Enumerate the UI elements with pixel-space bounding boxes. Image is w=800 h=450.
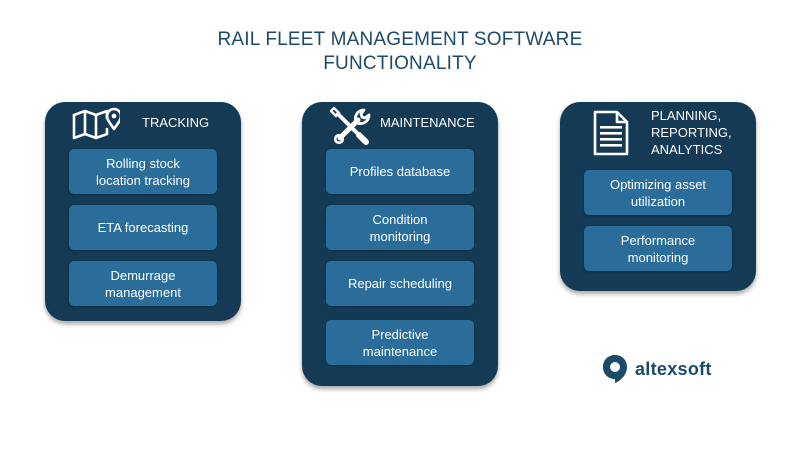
item-eta-forecasting: ETA forecasting bbox=[69, 205, 217, 250]
panel-title-maintenance: MAINTENANCE bbox=[380, 115, 475, 130]
item-label-line1: Condition bbox=[372, 211, 428, 227]
logo-text: altexsoft bbox=[635, 358, 712, 379]
panel-maintenance: MAINTENANCE Profiles database Condition … bbox=[302, 102, 498, 386]
item-label-line1: Predictive bbox=[371, 326, 429, 342]
item-rolling-stock-tracking: Rolling stock location tracking bbox=[69, 149, 217, 194]
panel-title-tracking: TRACKING bbox=[142, 115, 210, 130]
item-repair-scheduling: Repair scheduling bbox=[326, 261, 474, 306]
page-title: RAIL FLEET MANAGEMENT SOFTWARE FUNCTIONA… bbox=[0, 28, 800, 76]
item-predictive-maintenance: Predictive maintenance bbox=[326, 320, 474, 365]
wrench-screwdriver-icon bbox=[329, 106, 371, 145]
altexsoft-logo: altexsoft bbox=[602, 353, 712, 385]
item-performance-monitoring: Performance monitoring bbox=[584, 226, 732, 271]
item-label-line2: management bbox=[105, 284, 181, 300]
panel-title-planning: PLANNING, REPORTING, ANALYTICS bbox=[651, 107, 732, 158]
item-label-line1: Optimizing asset bbox=[609, 176, 707, 192]
item-label-line1: ETA forecasting bbox=[97, 220, 189, 235]
item-label-line2: monitoring bbox=[627, 249, 689, 265]
panel-title-line1: PLANNING, bbox=[651, 108, 722, 123]
item-label-line1: Performance bbox=[620, 232, 696, 248]
item-optimizing-asset-utilization: Optimizing asset utilization bbox=[584, 170, 732, 215]
item-label-line2: utilization bbox=[630, 193, 686, 209]
page-title-line2: FUNCTIONALITY bbox=[323, 53, 477, 74]
panel-title-line2: REPORTING, bbox=[651, 125, 732, 140]
altexsoft-logo-icon bbox=[603, 355, 627, 383]
item-label-line1: Repair scheduling bbox=[347, 276, 453, 291]
item-label-line2: monitoring bbox=[369, 228, 431, 244]
document-icon bbox=[593, 110, 629, 156]
item-condition-monitoring: Condition monitoring bbox=[326, 205, 474, 250]
panel-planning: PLANNING, REPORTING, ANALYTICS Optimizin… bbox=[560, 102, 756, 291]
item-label-line2: maintenance bbox=[362, 343, 438, 359]
page-title-line1: RAIL FLEET MANAGEMENT SOFTWARE bbox=[217, 29, 583, 50]
item-label-line1: Profiles database bbox=[349, 164, 451, 179]
panel-title-line3: ANALYTICS bbox=[651, 142, 723, 157]
item-profiles-database: Profiles database bbox=[326, 149, 474, 194]
map-pin-icon bbox=[72, 107, 120, 140]
item-label-line1: Demurrage bbox=[110, 267, 176, 283]
item-demurrage-management: Demurrage management bbox=[69, 261, 217, 306]
item-label-line1: Rolling stock bbox=[106, 155, 180, 171]
panel-tracking: TRACKING Rolling stock location tracking… bbox=[45, 102, 241, 321]
item-label-line2: location tracking bbox=[96, 172, 190, 188]
